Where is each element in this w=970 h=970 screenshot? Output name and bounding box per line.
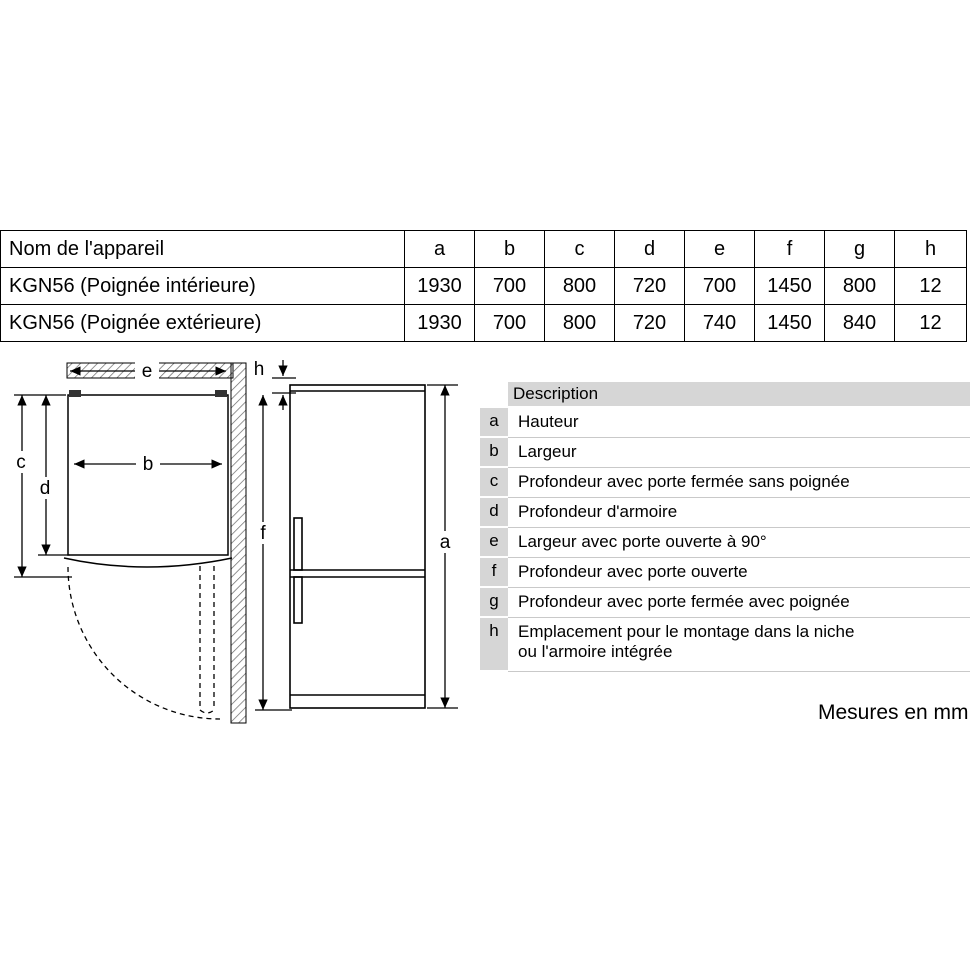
dim-label-a: a: [440, 532, 451, 553]
legend-text: Profondeur avec porte fermée avec poigné…: [508, 588, 970, 618]
legend-row-d: d Profondeur d'armoire: [480, 498, 970, 528]
dimension-labels: e h b c d f a: [10, 359, 456, 553]
legend-key: d: [480, 498, 508, 526]
col-header-b: b: [474, 230, 545, 268]
value-cell: 12: [894, 304, 967, 342]
legend-text: Emplacement pour le montage dans la nich…: [508, 618, 970, 672]
value-cell: 740: [684, 304, 755, 342]
legend-row-a: a Hauteur: [480, 408, 970, 438]
dim-label-d: d: [40, 478, 51, 499]
legend-header-row: Description: [480, 382, 970, 408]
dim-label-e: e: [142, 361, 153, 382]
legend-row-f: f Profondeur avec porte ouverte: [480, 558, 970, 588]
legend-key: g: [480, 588, 508, 616]
front-view: [289, 384, 426, 709]
legend-key: b: [480, 438, 508, 466]
legend-key: e: [480, 528, 508, 556]
dim-label-f: f: [260, 523, 266, 544]
legend-text: Hauteur: [508, 408, 970, 438]
lower-door-handle: [293, 576, 303, 624]
value-cell: 720: [614, 267, 685, 305]
value-cell: 720: [614, 304, 685, 342]
dim-label-b: b: [143, 454, 154, 475]
table-row-exterior-handle: KGN56 (Poignée extérieure) 1930 700 800 …: [0, 304, 967, 342]
legend-table: Description a Hauteur b Largeur c Profon…: [480, 382, 970, 672]
col-header-d: d: [614, 230, 685, 268]
col-header-c: c: [544, 230, 615, 268]
value-cell: 840: [824, 304, 895, 342]
col-header-f: f: [754, 230, 825, 268]
col-header-g: g: [824, 230, 895, 268]
hinge-right: [215, 390, 227, 397]
legend-row-e: e Largeur avec porte ouverte à 90°: [480, 528, 970, 558]
legend-key: h: [480, 618, 508, 670]
value-cell: 1930: [404, 304, 475, 342]
col-header-h: h: [894, 230, 967, 268]
table-row-interior-handle: KGN56 (Poignée intérieure) 1930 700 800 …: [0, 267, 967, 305]
hinge-left: [69, 390, 81, 397]
legend-key: f: [480, 558, 508, 586]
units-note: Mesures en mm: [818, 701, 969, 724]
legend-header-key-spacer: [480, 382, 508, 406]
legend-row-c: c Profondeur avec porte fermée sans poig…: [480, 468, 970, 498]
value-cell: 700: [474, 267, 545, 305]
top-view: [63, 390, 233, 720]
col-header-e: e: [684, 230, 755, 268]
model-label: KGN56 (Poignée intérieure): [0, 267, 405, 305]
legend-key: c: [480, 468, 508, 496]
value-cell: 700: [684, 267, 755, 305]
legend-key: a: [480, 408, 508, 436]
legend-text: Largeur avec porte ouverte à 90°: [508, 528, 970, 558]
value-cell: 1450: [754, 267, 825, 305]
value-cell: 800: [544, 267, 615, 305]
legend-header: Description: [508, 382, 970, 406]
dim-label-h: h: [254, 359, 265, 380]
legend-text: Largeur: [508, 438, 970, 468]
legend-row-h: h Emplacement pour le montage dans la ni…: [480, 618, 970, 672]
value-cell: 12: [894, 267, 967, 305]
legend-text: Profondeur avec porte ouverte: [508, 558, 970, 588]
col-header-a: a: [404, 230, 475, 268]
legend-text: Profondeur d'armoire: [508, 498, 970, 528]
dimensions-table: Nom de l'appareil a b c d e f g h KGN56 …: [0, 230, 967, 342]
legend-text: Profondeur avec porte fermée sans poigné…: [508, 468, 970, 498]
model-label: KGN56 (Poignée extérieure): [0, 304, 405, 342]
legend-row-b: b Largeur: [480, 438, 970, 468]
open-door-dashed: [67, 566, 221, 720]
wall-hatching: [66, 362, 247, 724]
value-cell: 1930: [404, 267, 475, 305]
value-cell: 800: [824, 267, 895, 305]
legend-row-g: g Profondeur avec porte fermée avec poig…: [480, 588, 970, 618]
dim-label-c: c: [16, 452, 26, 473]
dimension-diagram: e h b c d f a: [10, 359, 458, 724]
appliance-name-header: Nom de l'appareil: [0, 230, 405, 268]
table-header-row: Nom de l'appareil a b c d e f g h: [0, 230, 967, 268]
value-cell: 1450: [754, 304, 825, 342]
value-cell: 700: [474, 304, 545, 342]
upper-door-handle: [293, 517, 303, 571]
value-cell: 800: [544, 304, 615, 342]
